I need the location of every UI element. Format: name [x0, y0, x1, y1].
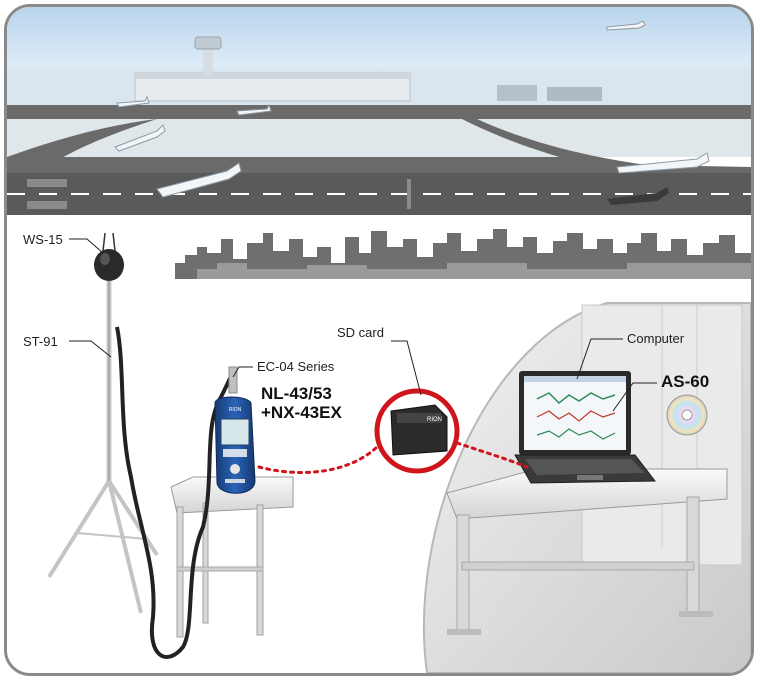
- airplane-shadow: [607, 187, 669, 205]
- measurement-setup-diagram: RION RION WS-15 ST-91 EC-04 Series NL-43…: [7, 7, 751, 673]
- airport-scene: [7, 7, 751, 219]
- nl4353-label: NL-43/53: [261, 384, 332, 403]
- ec04-label: EC-04 Series: [257, 359, 335, 374]
- meter-table: [170, 476, 294, 638]
- terminal-building-icon: [134, 36, 602, 102]
- laptop-computer-icon: [514, 371, 657, 484]
- nx43ex-label: +NX-43EX: [261, 403, 342, 422]
- cd-disc-icon: [666, 394, 708, 436]
- city-skyline: [175, 229, 751, 279]
- data-transfer-path: [257, 441, 529, 474]
- sd-card-callout: RION: [374, 388, 460, 474]
- ws15-label: WS-15: [23, 232, 63, 247]
- sd-card-brand: RION: [427, 417, 442, 423]
- computer-desk: [446, 468, 728, 635]
- diagram-frame: RION RION WS-15 ST-91 EC-04 Series NL-43…: [4, 4, 754, 676]
- leader-lines: [69, 238, 657, 412]
- tripod-stand: [47, 269, 159, 614]
- meter-brand-mark: RION: [229, 407, 242, 413]
- extension-cable: [115, 326, 235, 659]
- airplane-icon: [114, 20, 710, 198]
- sound-level-meter-icon: RION: [214, 366, 256, 494]
- computer-label: Computer: [627, 331, 685, 346]
- as60-label: AS-60: [661, 372, 709, 391]
- sd-card-label: SD card: [337, 325, 384, 340]
- sd-card-icon: RION: [390, 404, 448, 456]
- windscreen-icon: [94, 232, 124, 281]
- st91-label: ST-91: [23, 334, 58, 349]
